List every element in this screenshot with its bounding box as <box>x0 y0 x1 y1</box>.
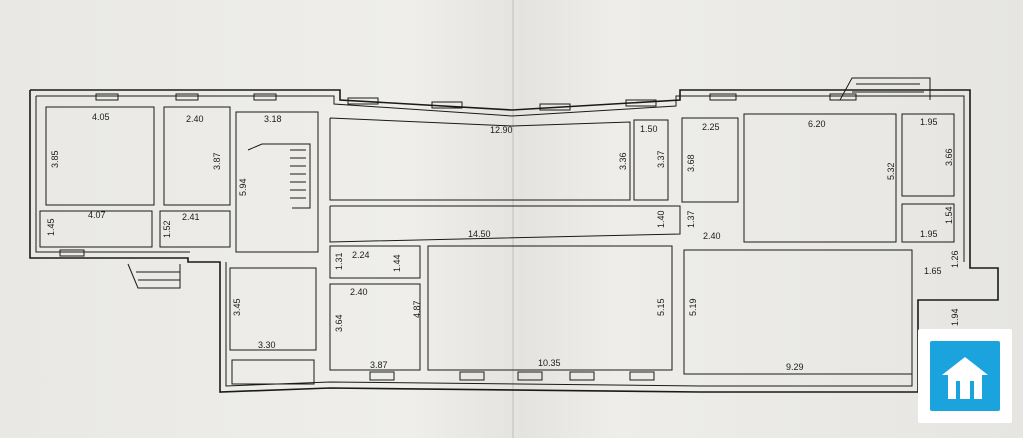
room12-height2-label: 1.94 <box>950 308 960 326</box>
small1-width-label: 1.50 <box>640 124 658 134</box>
big-room-height-label: 5.15 <box>656 298 666 316</box>
staircase <box>127 77 931 289</box>
room5-height-label: 3.68 <box>686 154 696 172</box>
room1-height-label: 3.85 <box>50 150 60 168</box>
corridor-width-label: 14.50 <box>468 229 491 239</box>
stair-width-label: 3.18 <box>264 114 282 124</box>
room6-width-label: 6.20 <box>808 119 826 129</box>
room9-height-label: 1.31 <box>334 252 344 270</box>
paper-fold <box>512 0 514 438</box>
vestibule-height-label: 1.37 <box>686 210 696 228</box>
exterior-walls <box>29 89 999 393</box>
room11-width-label: 3.30 <box>258 340 276 350</box>
room10-bottom-label: 3.87 <box>370 360 388 370</box>
room12-height-label: 1.26 <box>950 250 960 268</box>
hall-height-label: 3.36 <box>618 152 628 170</box>
room10-height-label: 3.64 <box>334 314 344 332</box>
hall-top-label: 12.90 <box>490 125 513 135</box>
right-room-height-label: 5.19 <box>688 298 698 316</box>
dimension-labels: 4.05 3.85 2.40 3.87 4.07 1.45 2.41 1.52 … <box>46 112 960 372</box>
room4-height-label: 1.52 <box>162 220 172 238</box>
room4-width-label: 2.41 <box>182 212 200 222</box>
small1-height-label: 3.37 <box>656 150 666 168</box>
big-room-width-label: 10.35 <box>538 358 561 368</box>
room3-height-label: 1.45 <box>46 218 56 236</box>
room7-height-label: 3.66 <box>944 148 954 166</box>
room2-width-label: 2.40 <box>186 114 204 124</box>
right-room-width-label: 9.29 <box>786 362 804 372</box>
room5-width-label: 2.25 <box>702 122 720 132</box>
room-walls <box>39 106 955 385</box>
stair-height-label: 5.94 <box>238 178 248 196</box>
room12-width-label: 1.65 <box>924 266 942 276</box>
room6-height-label: 5.32 <box>886 162 896 180</box>
room10-width-label: 2.40 <box>350 287 368 297</box>
logo <box>918 329 1012 423</box>
room10-height2-label: 4.87 <box>412 300 422 318</box>
room8-width-label: 1.95 <box>920 229 938 239</box>
room11-height-label: 3.45 <box>232 298 242 316</box>
room1-width-label: 4.05 <box>92 112 110 122</box>
room2-height-label: 3.87 <box>212 152 222 170</box>
corridor-height-label: 1.40 <box>656 210 666 228</box>
room9-height2-label: 1.44 <box>392 254 402 272</box>
room8-height-label: 1.54 <box>944 206 954 224</box>
room9-width-label: 2.24 <box>352 250 370 260</box>
room7-width-label: 1.95 <box>920 117 938 127</box>
room3-width-label: 4.07 <box>88 210 106 220</box>
vestibule-width-label: 2.40 <box>703 231 721 241</box>
windows <box>59 93 857 381</box>
building-roof-icon <box>930 341 1000 411</box>
